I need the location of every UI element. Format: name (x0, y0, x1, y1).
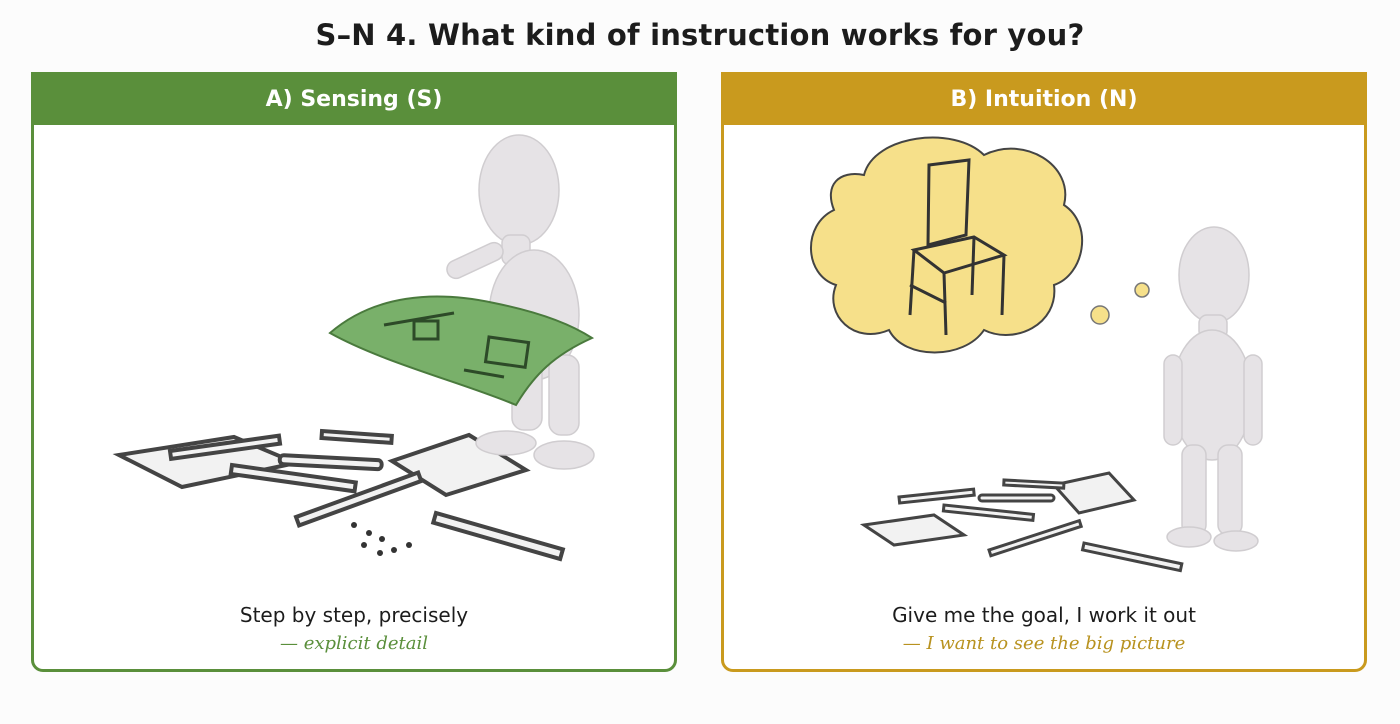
option-caption-intuition: Give me the goal, I work it out — I want… (724, 603, 1364, 654)
option-header-intuition: B) Intuition (N) (724, 75, 1364, 125)
caption-main: Step by step, precisely (239, 603, 469, 627)
caption-main: Give me the goal, I work it out (892, 603, 1196, 627)
page-title: S–N 4. What kind of instruction works fo… (315, 18, 1085, 52)
illustration-blueprint (34, 125, 674, 593)
illustration-thought-bubble (724, 125, 1364, 593)
option-header-sensing: A) Sensing (S) (34, 75, 674, 125)
option-card-sensing[interactable]: A) Sensing (S) (31, 72, 677, 672)
option-caption-sensing: Step by step, precisely — explicit detai… (34, 603, 674, 654)
option-card-intuition[interactable]: B) Intuition (N) (721, 72, 1367, 672)
caption-sub: — explicit detail (279, 633, 428, 654)
caption-sub: — I want to see the big picture (902, 633, 1186, 654)
